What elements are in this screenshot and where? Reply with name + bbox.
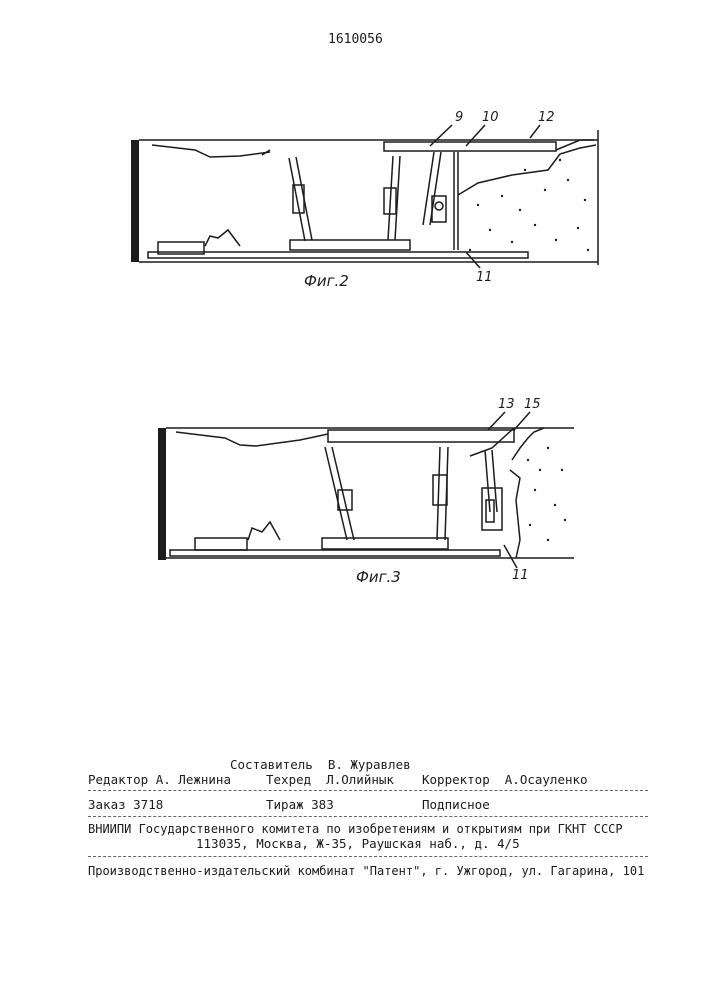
address-line: 113035, Москва, Ж-35, Раушская наб., д. … bbox=[196, 837, 520, 851]
order-number: Заказ 3718 bbox=[88, 798, 163, 812]
fig2-label-9: 9 bbox=[455, 110, 463, 125]
subscription-note: Подписное bbox=[422, 798, 490, 812]
separator-rule bbox=[88, 816, 648, 817]
editor-line: Редактор А. Лежнина bbox=[88, 773, 231, 787]
corrector-line: Корректор А.Осауленко bbox=[422, 773, 588, 787]
fig3-label-11: 11 bbox=[512, 568, 529, 583]
compiler-line: Составитель В. Журавлев bbox=[230, 758, 411, 772]
fig3-label-15: 15 bbox=[524, 397, 541, 412]
separator-rule bbox=[88, 856, 648, 857]
figure-2-caption: Фиг.2 bbox=[304, 272, 349, 290]
figure-2-drawing bbox=[131, 125, 598, 268]
publisher-line: Производственно-издательский комбинат "П… bbox=[88, 864, 644, 878]
separator-rule bbox=[88, 790, 648, 791]
techred-line: Техред Л.Олийнык bbox=[266, 773, 394, 787]
fig3-label-13: 13 bbox=[498, 397, 515, 412]
fig2-label-12: 12 bbox=[538, 110, 555, 125]
figure-3-drawing bbox=[158, 412, 574, 568]
fig2-label-11: 11 bbox=[476, 270, 493, 285]
figure-3-caption: Фиг.3 bbox=[356, 568, 401, 586]
circulation: Тираж 383 bbox=[266, 798, 334, 812]
institute-line: ВНИИПИ Государственного комитета по изоб… bbox=[88, 822, 623, 836]
fig2-label-10: 10 bbox=[482, 110, 499, 125]
